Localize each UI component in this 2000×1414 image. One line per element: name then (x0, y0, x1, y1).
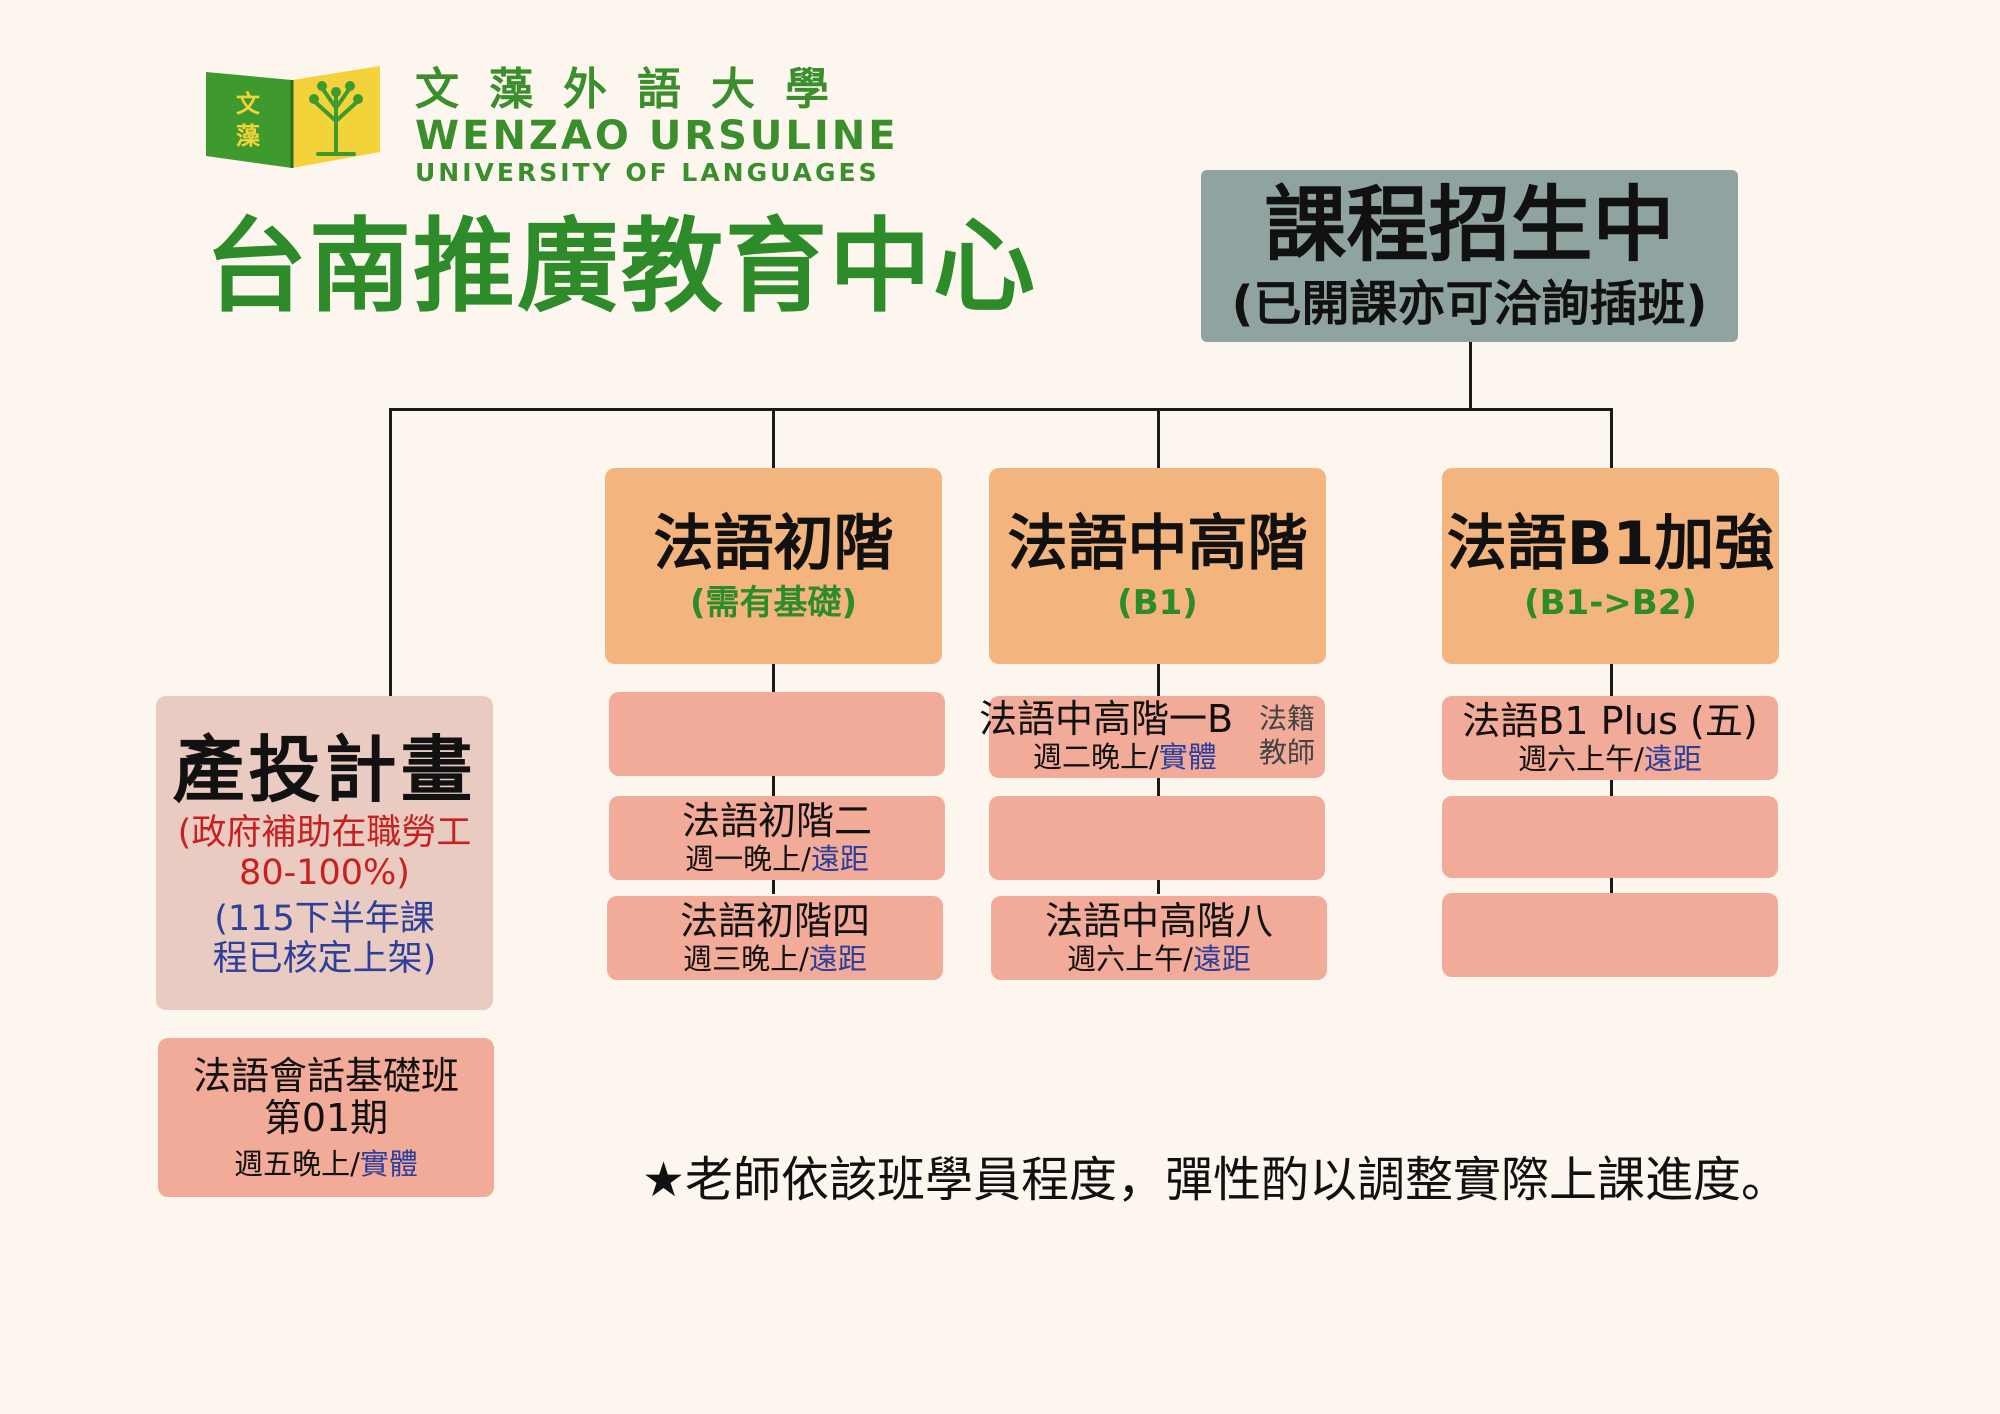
course-name: 法語初階二 (681, 799, 872, 843)
course-mode: 遠距 (810, 842, 869, 876)
svg-text:文: 文 (236, 90, 261, 118)
university-name-english-line2: UNIVERSITY OF LANGUAGES (415, 158, 880, 187)
project-title: 產投計畫 (172, 728, 477, 812)
course-box[interactable]: 法語中高階八 週六上午/遠距 (991, 896, 1327, 980)
level-box-beginner: 法語初階 (需有基礎) (605, 468, 942, 664)
course-box-empty (1442, 893, 1778, 977)
university-name-chinese: 文藻外語大學 (415, 64, 859, 115)
course-time: 週三晚上/ (683, 942, 809, 976)
level-title: 法語B1加強 (1446, 509, 1775, 579)
connector-line (1469, 342, 1472, 410)
university-logo-icon: 文 藻 (206, 66, 380, 168)
course-name: 法語初階四 (679, 899, 870, 943)
course-box-empty (1442, 796, 1778, 878)
course-mode: 遠距 (1643, 742, 1702, 776)
course-schedule: 週五晚上/實體 (234, 1147, 418, 1181)
course-schedule: 週一晚上/遠距 (685, 842, 869, 876)
university-name-english-line1: WENZAO URSULINE (415, 113, 899, 159)
svg-text:藻: 藻 (236, 122, 261, 150)
course-time: 週一晚上/ (685, 842, 811, 876)
course-schedule: 週六上午/遠距 (1067, 942, 1251, 976)
teacher-tag: 法籍 教師 (1259, 702, 1315, 770)
project-subsidy-note: (政府補助在職勞工80-100%) (177, 813, 472, 893)
enrollment-subtitle: (已開課亦可洽詢插班) (1231, 276, 1708, 332)
course-time: 週六上午/ (1067, 942, 1193, 976)
course-mode: 實體 (359, 1146, 418, 1181)
level-subtitle: (需有基礎) (689, 583, 858, 623)
connector-line (1610, 408, 1613, 470)
course-box[interactable]: 法語初階四 週三晚上/遠距 (607, 896, 943, 980)
course-box[interactable]: 法語中高階一B 週二晚上/實體 法籍 教師 (979, 696, 1325, 778)
connector-line (1157, 662, 1160, 894)
enrollment-title: 課程招生中 (1264, 178, 1675, 273)
page-title: 台南推廣教育中心 (205, 208, 1037, 327)
connector-line (389, 408, 1613, 411)
level-box-intermediate: 法語中高階 (B1) (989, 468, 1326, 664)
teacher-tag-line1: 法籍 (1259, 702, 1316, 735)
course-box[interactable]: 法語初階二 週一晚上/遠距 (609, 796, 945, 880)
course-term: 第01期 (263, 1095, 389, 1140)
course-name: 法語中高階一B (979, 697, 1234, 741)
course-mode: 實體 (1158, 740, 1217, 774)
course-box[interactable]: 法語會話基礎班 第01期 週五晚上/實體 (158, 1038, 494, 1197)
project-plan-box: 產投計畫 (政府補助在職勞工80-100%) (115下半年課程已核定上架) (156, 696, 493, 1010)
teacher-tag-line2: 教師 (1259, 736, 1316, 769)
course-time: 週六上午/ (1518, 742, 1644, 776)
level-title: 法語初階 (653, 509, 894, 579)
course-name: 法語會話基礎班 (192, 1053, 459, 1098)
connector-line (772, 662, 775, 894)
course-time: 週二晚上/ (1033, 740, 1159, 774)
course-box-empty (609, 692, 945, 776)
course-time: 週五晚上/ (234, 1146, 360, 1181)
level-subtitle: (B1->B2) (1524, 583, 1697, 623)
course-mode: 遠距 (808, 942, 867, 976)
course-mode: 遠距 (1192, 942, 1251, 976)
course-schedule: 週二晚上/實體 (1033, 740, 1217, 774)
footnote: ★老師依該班學員程度，彈性酌以調整實際上課進度。 (642, 1152, 1790, 1208)
course-name: 法語中高階八 (1044, 899, 1273, 943)
level-subtitle: (B1) (1117, 583, 1198, 623)
university-name: 文藻外語大學 WENZAO URSULINE UNIVERSITY OF LAN… (415, 66, 995, 188)
connector-line (1157, 408, 1160, 470)
project-approval-note: (115下半年課程已核定上架) (212, 899, 437, 979)
course-schedule: 週六上午/遠距 (1518, 742, 1702, 776)
course-name: 法語B1 Plus (五) (1462, 699, 1758, 743)
course-box[interactable]: 法語B1 Plus (五) 週六上午/遠距 (1442, 696, 1778, 780)
enrollment-header-box: 課程招生中 (已開課亦可洽詢插班) (1201, 170, 1738, 342)
connector-line (772, 408, 775, 470)
course-box-empty (989, 796, 1325, 880)
connector-line (389, 408, 392, 698)
level-box-b1-plus: 法語B1加強 (B1->B2) (1442, 468, 1779, 664)
level-title: 法語中高階 (1007, 509, 1308, 579)
course-schedule: 週三晚上/遠距 (683, 942, 867, 976)
